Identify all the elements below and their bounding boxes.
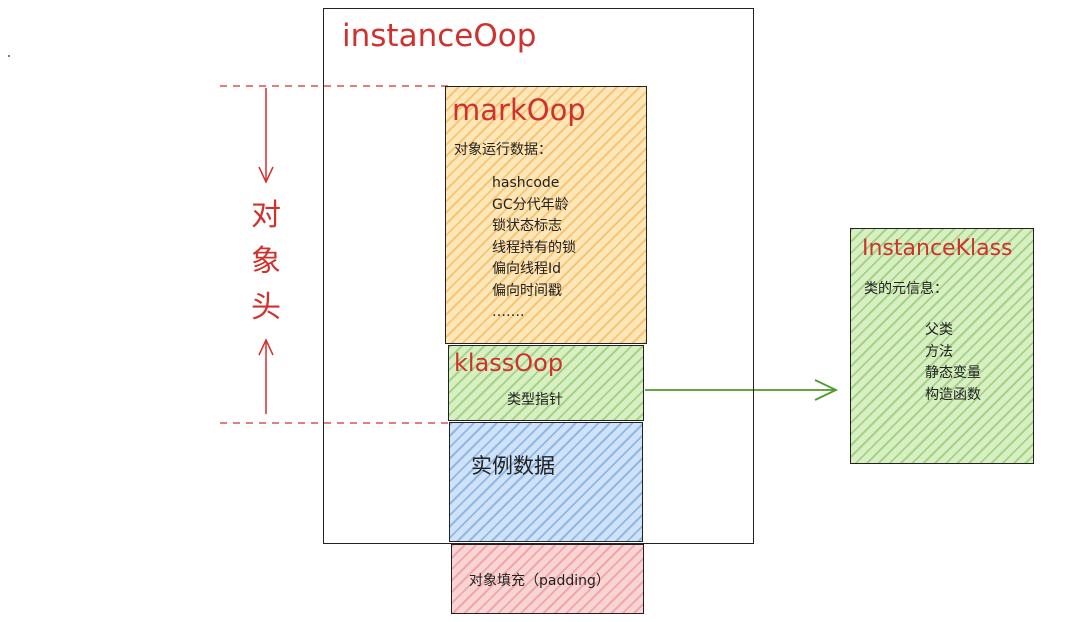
object-header-char-1: 对 [251,198,281,233]
mark-oop-item: ……. [492,304,525,320]
instance-oop-box [323,8,754,544]
klass-oop-title: klassOop [454,349,564,377]
header-down-arrow-head [258,166,274,184]
instance-data-box [449,422,643,542]
klass-pointer-arrow-head [814,379,839,401]
padding-box [451,544,644,614]
header-up-arrow-head [258,338,274,356]
mark-oop-item: 偏向线程Id [492,261,562,277]
instance-klass-item: 父类 [925,322,953,338]
mark-oop-item-list: hashcode GC分代年龄 锁状态标志 线程持有的锁 偏向线程Id 偏向时间… [492,173,576,324]
object-header-char-3: 头 [251,290,281,325]
klass-oop-box [448,345,644,421]
instance-klass-item: 方法 [925,343,953,360]
padding-label: 对象填充（padding） [469,573,610,589]
instance-klass-item: 构造函数 [925,386,981,403]
mark-oop-subtitle: 对象运行数据： [454,142,552,158]
object-header-char-2: 象 [251,244,281,279]
klass-oop-subtitle: 类型指针 [507,392,563,408]
mark-oop-item: 锁状态标志 [492,218,562,234]
instance-klass-box [850,228,1034,464]
instance-data-label: 实例数据 [471,454,555,478]
mark-oop-item: hashcode [492,175,560,191]
mark-oop-title: markOop [452,93,586,127]
instance-klass-item: 静态变量 [925,365,981,381]
mark-oop-box [445,86,647,344]
instance-klass-subtitle: 类的元信息： [864,281,948,297]
stray-dot [8,55,10,57]
mark-oop-item: GC分代年龄 [492,196,569,213]
instance-klass-title: InstanceKlass [862,236,1013,261]
mark-oop-item: 线程持有的锁 [492,239,576,256]
mark-oop-item: 偏向时间戳 [492,282,562,299]
instance-oop-title: instanceOop [342,18,537,54]
instance-klass-item-list: 父类 方法 静态变量 构造函数 [925,320,981,406]
